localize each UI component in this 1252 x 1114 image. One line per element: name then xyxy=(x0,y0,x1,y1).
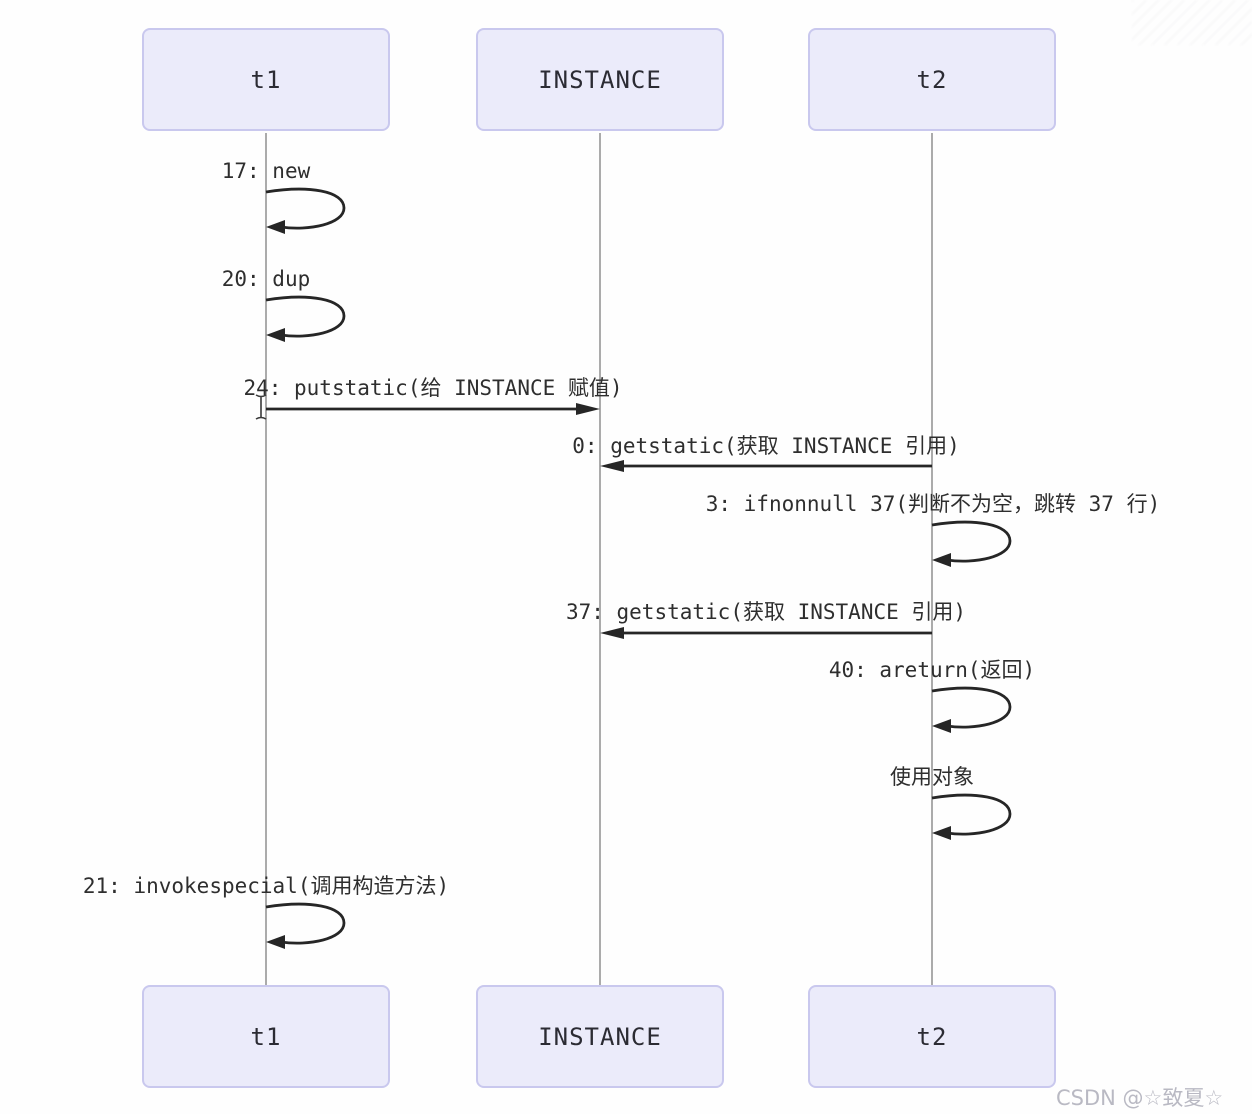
message-label-17-new: 17: new xyxy=(221,159,311,183)
self-loop-arrow xyxy=(931,793,1012,840)
actor-label: t1 xyxy=(250,1022,282,1051)
actor-top-t2: t2 xyxy=(808,28,1056,131)
actor-bottom-t2: t2 xyxy=(808,985,1056,1088)
actor-bottom-instance: INSTANCE xyxy=(476,985,724,1088)
actor-label: t2 xyxy=(916,1022,948,1051)
message-label-use-object: 使用对象 xyxy=(890,765,974,789)
message-label-24-putstatic: 24: putstatic(给 INSTANCE 赋值) xyxy=(243,376,623,400)
self-loop-arrow xyxy=(265,187,346,234)
message-arrow-left xyxy=(600,627,932,639)
actor-label: t1 xyxy=(250,65,282,94)
message-label-20-dup: 20: dup xyxy=(221,267,311,291)
message-arrow-left xyxy=(600,460,932,472)
lifeline-t1 xyxy=(265,133,267,985)
corner-artifact xyxy=(1132,0,1252,45)
self-loop-arrow xyxy=(931,686,1012,733)
lifeline-t2 xyxy=(931,133,933,985)
actor-label: t2 xyxy=(916,65,948,94)
self-loop-arrow xyxy=(265,902,346,949)
message-label-40-areturn: 40: areturn(返回) xyxy=(828,658,1036,682)
text-cursor-icon xyxy=(255,394,267,420)
message-label-3-ifnonnull: 3: ifnonnull 37(判断不为空，跳转 37 行) xyxy=(705,492,1161,516)
actor-top-t1: t1 xyxy=(142,28,390,131)
self-loop-arrow xyxy=(931,520,1012,567)
message-arrow-right xyxy=(266,403,600,415)
actor-label: INSTANCE xyxy=(538,65,662,94)
self-loop-arrow xyxy=(265,295,346,342)
actor-bottom-t1: t1 xyxy=(142,985,390,1088)
message-label-21-invokespecial: 21: invokespecial(调用构造方法) xyxy=(82,874,450,898)
lifeline-instance xyxy=(599,133,601,985)
message-label-37-getstatic: 37: getstatic(获取 INSTANCE 引用) xyxy=(565,600,967,624)
watermark: CSDN @☆致夏☆ xyxy=(1056,1086,1224,1110)
actor-top-instance: INSTANCE xyxy=(476,28,724,131)
actor-label: INSTANCE xyxy=(538,1022,662,1051)
message-label-0-getstatic: 0: getstatic(获取 INSTANCE 引用) xyxy=(572,434,960,458)
